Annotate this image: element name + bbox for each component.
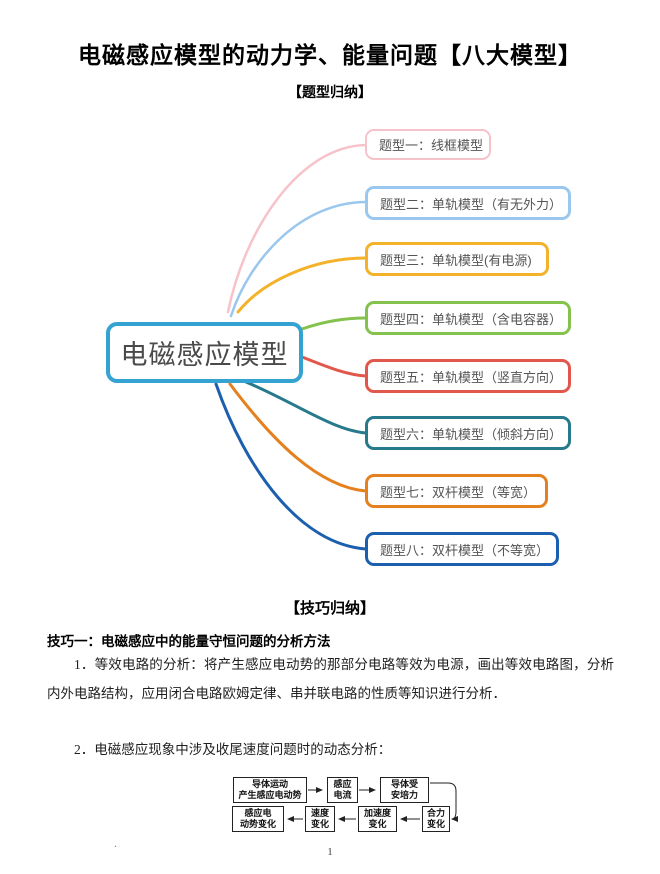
flow-box-line: 感应电 <box>244 807 272 818</box>
flow-box-emf-change: 感应电 动势变化 <box>232 806 284 832</box>
branch-label: 题型一：线框模型 <box>379 138 484 153</box>
flow-box-line: 产生感应电动势 <box>238 790 302 800</box>
branch-label: 题型二：单轨模型（有无外力） <box>380 196 563 212</box>
flow-box-line: 变化 <box>368 819 387 829</box>
flow-box-line: 导体受 <box>390 778 418 789</box>
flow-box-line: 变化 <box>310 819 329 829</box>
flow-box-net-force-change: 合力 变化 <box>422 806 450 832</box>
flow-box-acceleration-change: 加速度 变化 <box>358 806 397 832</box>
branch-label: 题型六：单轨模型（倾斜方向） <box>380 426 563 442</box>
page-title: 电磁感应模型的动力学、能量问题【八大模型】 <box>78 42 582 68</box>
flow-box-line: 合力 <box>426 807 445 818</box>
flow-box-line: 电流 <box>333 790 352 800</box>
branch-curve-6 <box>244 380 368 435</box>
branch-label: 题型五：单轨模型（竖直方向） <box>380 369 563 385</box>
stray-period-mark: . <box>114 836 117 850</box>
flow-box-conductor-motion: 导体运动 产生感应电动势 <box>233 777 307 803</box>
branch-label: 题型四：单轨模型（含电容器） <box>380 311 563 327</box>
section-label-question-types: 【题型归纳】 <box>288 86 372 101</box>
flow-box-induced-current: 感应 电流 <box>327 777 358 803</box>
flow-box-line: 动势变化 <box>239 819 276 829</box>
branch-curve-4 <box>300 316 368 331</box>
flow-box-line: 感应 <box>333 778 352 789</box>
mindmap-root-label: 电磁感应模型 <box>120 340 289 370</box>
branch-label: 题型八：双杆模型（不等宽） <box>380 542 550 558</box>
section-label-techniques: 【技巧归纳】 <box>284 601 375 617</box>
flow-box-ampere-force: 导体受 安培力 <box>380 777 429 803</box>
mindmap-root: 电磁感应模型 <box>106 322 303 383</box>
flowchart-arrows <box>287 782 459 822</box>
mindmap-curves <box>214 143 368 551</box>
branch-curve-8 <box>214 382 368 551</box>
mindmap-branch-type2: 题型二：单轨模型（有无外力） <box>365 186 571 220</box>
branch-curve-7 <box>228 382 368 493</box>
branch-curve-5 <box>300 355 368 378</box>
technique-1-heading: 技巧一：电磁感应中的能量守恒问题的分析方法 <box>47 634 331 649</box>
mindmap-branch-type5: 题型五：单轨模型（竖直方向） <box>365 359 571 393</box>
mindmap-branch-type4: 题型四：单轨模型（含电容器） <box>365 301 571 335</box>
branch-label: 题型七：双杆模型（等宽） <box>380 484 537 500</box>
branch-curve-1 <box>226 143 368 314</box>
mindmap: 电磁感应模型 题型一：线框模型 题型二：单轨模型（有无外力） 题型三：单轨模型(… <box>0 110 660 592</box>
flow-box-line: 变化 <box>426 819 445 829</box>
mindmap-branch-type3: 题型三：单轨模型(有电源) <box>365 242 549 276</box>
paragraph-equivalent-circuit: 1．等效电路的分析：将产生感应电动势的那部分电路等效为电源，画出等效电路图，分析… <box>47 657 614 701</box>
mindmap-branch-type1: 题型一：线框模型 <box>365 129 491 160</box>
mindmap-branch-type6: 题型六：单轨模型（倾斜方向） <box>365 416 571 450</box>
flow-box-velocity-change: 速度 变化 <box>305 806 335 832</box>
flow-box-line: 安培力 <box>390 790 418 800</box>
arrow-c-g-loop <box>430 782 459 822</box>
branch-label: 题型三：单轨模型(有电源) <box>380 252 532 268</box>
paragraph-terminal-velocity: 2．电磁感应现象中涉及收尾速度问题时的动态分析： <box>74 742 392 757</box>
mindmap-branch-type8: 题型八：双杆模型（不等宽） <box>365 532 559 566</box>
flow-box-line: 导体运动 <box>251 778 288 789</box>
branch-curve-3 <box>236 256 368 314</box>
branch-curve-2 <box>229 200 368 318</box>
page-number: 1 <box>327 846 333 858</box>
flow-box-line: 速度 <box>310 807 329 818</box>
dynamic-analysis-flowchart: 导体运动 产生感应电动势 感应 电流 导体受 安培力 感应电 动势变化 速度 变… <box>0 770 660 842</box>
mindmap-branch-type7: 题型七：双杆模型（等宽） <box>365 474 548 508</box>
flow-box-line: 加速度 <box>363 807 391 818</box>
